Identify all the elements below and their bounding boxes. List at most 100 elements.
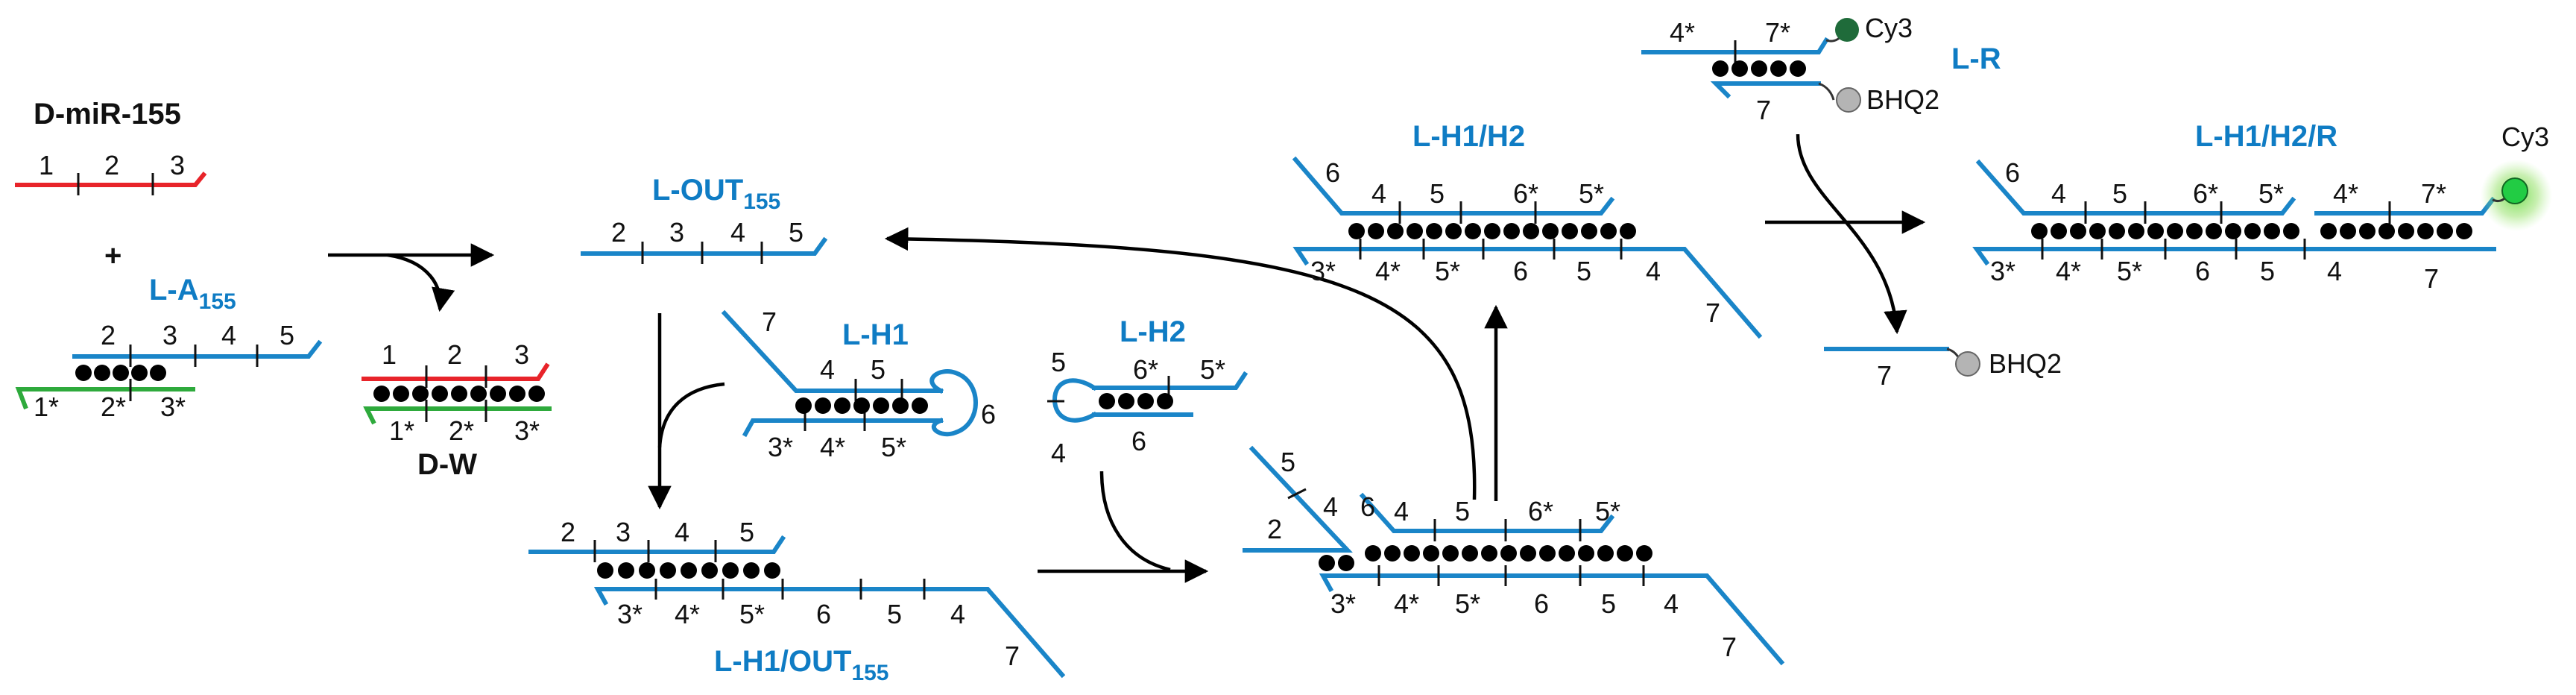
domain-label: 6* xyxy=(1528,496,1553,526)
l-h1-label: L-H1 xyxy=(842,318,909,351)
intermediate-complex: 5 4 2 6 4 5 6* 5* 3* 4* 5* 6 5 4 7 xyxy=(1243,445,1785,666)
domain-label: 4* xyxy=(2056,256,2081,286)
byproduct-arrow xyxy=(1796,133,1907,335)
domain-label: 6 xyxy=(1534,588,1549,619)
domain-label: 3* xyxy=(1310,256,1336,286)
domain-label: 2* xyxy=(449,415,474,446)
bhq2-quencher xyxy=(1836,87,1861,113)
domain-label: 3* xyxy=(160,391,186,422)
l-h2-hairpin: L-H2 5 6* 5* 4 6 xyxy=(1047,315,1248,468)
domain-label: 2 xyxy=(447,339,462,370)
domain-label: 2 xyxy=(101,320,116,350)
tick xyxy=(1287,488,1307,500)
l-h1-strand xyxy=(1972,247,2496,266)
domain-label: 5* xyxy=(1435,256,1460,286)
l-h1-strand xyxy=(1292,247,1763,339)
l-out155-strand-bound xyxy=(528,535,786,554)
domain-label: 6 xyxy=(2195,256,2210,286)
domain-label: 3* xyxy=(617,599,643,629)
domain-label: 4 xyxy=(1646,256,1661,286)
domain-label: 5 xyxy=(1430,178,1445,209)
domain-label: 3 xyxy=(514,339,529,370)
domain-label: 5* xyxy=(1595,496,1620,526)
domain-label: 5* xyxy=(1200,354,1225,385)
plus-sign: + xyxy=(104,239,121,272)
domain-label: 7* xyxy=(2421,178,2446,209)
domain-label: 5 xyxy=(280,320,294,350)
bead-row xyxy=(1099,393,1173,409)
domain-label: 4* xyxy=(1670,17,1695,48)
domain-label: 6* xyxy=(1133,354,1158,385)
l-h1-lower-strand xyxy=(742,418,943,438)
l-out155-label: L-OUT155 xyxy=(652,174,780,214)
domain-label: 6 xyxy=(1513,256,1528,286)
domain-label: 4 xyxy=(2051,178,2066,209)
l-out155-strand-group: L-OUT155 2 3 4 5 xyxy=(581,174,828,264)
domain-label: 5 xyxy=(2112,178,2127,209)
domain-label: 6 xyxy=(1131,426,1146,456)
domain-label: 5 xyxy=(1051,347,1066,377)
domain-label: 4 xyxy=(675,517,689,547)
l-h1-h2-r-label: L-H1/H2/R xyxy=(2195,120,2337,153)
d-w-label: D-W xyxy=(417,448,477,481)
l-a155-label: L-A155 xyxy=(149,274,236,314)
l-a155-bottom-strand xyxy=(15,387,195,410)
l-h1-out155-label: L-H1/OUT155 xyxy=(714,645,889,685)
l-a155-complex: L-A155 2 3 4 5 1* 2* 3* xyxy=(15,274,323,422)
domain-label: 7 xyxy=(1756,95,1771,125)
l-a155-top-strand xyxy=(72,339,323,359)
bead-row xyxy=(373,386,545,402)
domain-label: 4 xyxy=(820,354,835,385)
domain-label: 4* xyxy=(675,599,700,629)
domain-label: 4* xyxy=(1394,588,1419,619)
domain-label: 4* xyxy=(1375,256,1401,286)
domain-label: 4 xyxy=(1371,178,1386,209)
bhq2-label: BHQ2 xyxy=(1866,84,1939,115)
recycle-arrow xyxy=(884,227,1477,500)
bead-row xyxy=(75,365,166,381)
domain-label: 3* xyxy=(1330,588,1356,619)
l-h2-opened-strand xyxy=(1359,492,1615,533)
bead-row xyxy=(795,397,928,414)
domain-label: 4 xyxy=(221,320,236,350)
domain-label: 5* xyxy=(2258,178,2284,209)
domain-label: 4 xyxy=(730,217,745,248)
domain-label: 7 xyxy=(1005,641,1020,671)
domain-label: 3 xyxy=(162,320,177,350)
domain-label: 4 xyxy=(1664,588,1679,619)
l-h1-hairpin: L-H1 7 4 5 6 3* 4* 5* xyxy=(721,306,996,462)
domain-label: 1* xyxy=(389,415,414,446)
l-h1-loop xyxy=(929,369,978,437)
domain-label: 4* xyxy=(820,432,845,462)
domain-label: 5 xyxy=(1601,588,1616,619)
domain-label: 6* xyxy=(2193,178,2218,209)
domain-label: 6 xyxy=(981,399,996,430)
l-r-reporter: Cy3 BHQ2 4* 7* 7 L-R xyxy=(1641,13,2001,125)
bead-row xyxy=(1348,223,1636,239)
domain-label: 5 xyxy=(1281,447,1295,477)
domain-label: 5 xyxy=(887,599,902,629)
domain-label: 4 xyxy=(1051,438,1066,468)
l-r-top-strand xyxy=(1641,37,1830,54)
domain-label: 7 xyxy=(762,306,777,337)
bhq2-label: BHQ2 xyxy=(1989,348,2062,379)
domain-label: 5 xyxy=(2260,256,2275,286)
domain-label: 6 xyxy=(816,599,831,629)
domain-label: 3* xyxy=(768,432,793,462)
domain-label: 1 xyxy=(382,339,397,370)
domain-label: 2* xyxy=(101,391,126,422)
domain-label: 5* xyxy=(739,599,765,629)
bead-row xyxy=(1319,545,1652,571)
domain-label: 2 xyxy=(104,150,119,180)
linker xyxy=(1818,82,1835,101)
l-h1-h2-r-complex: L-H1/H2/R Cy3 6 4 5 xyxy=(1972,120,2552,294)
l-h1-out155-complex: 2 3 4 5 3* 4* 5* 6 5 4 7 L-H1/OUT155 xyxy=(528,517,1066,685)
bead-row xyxy=(1712,60,1806,77)
l-out155-strand xyxy=(581,236,828,256)
domain-label: 7* xyxy=(1765,17,1790,48)
domain-label: 1* xyxy=(34,391,59,422)
l-h2-strand xyxy=(1975,159,2296,216)
domain-label: 3* xyxy=(1990,256,2015,286)
domain-label: 5 xyxy=(739,517,754,547)
